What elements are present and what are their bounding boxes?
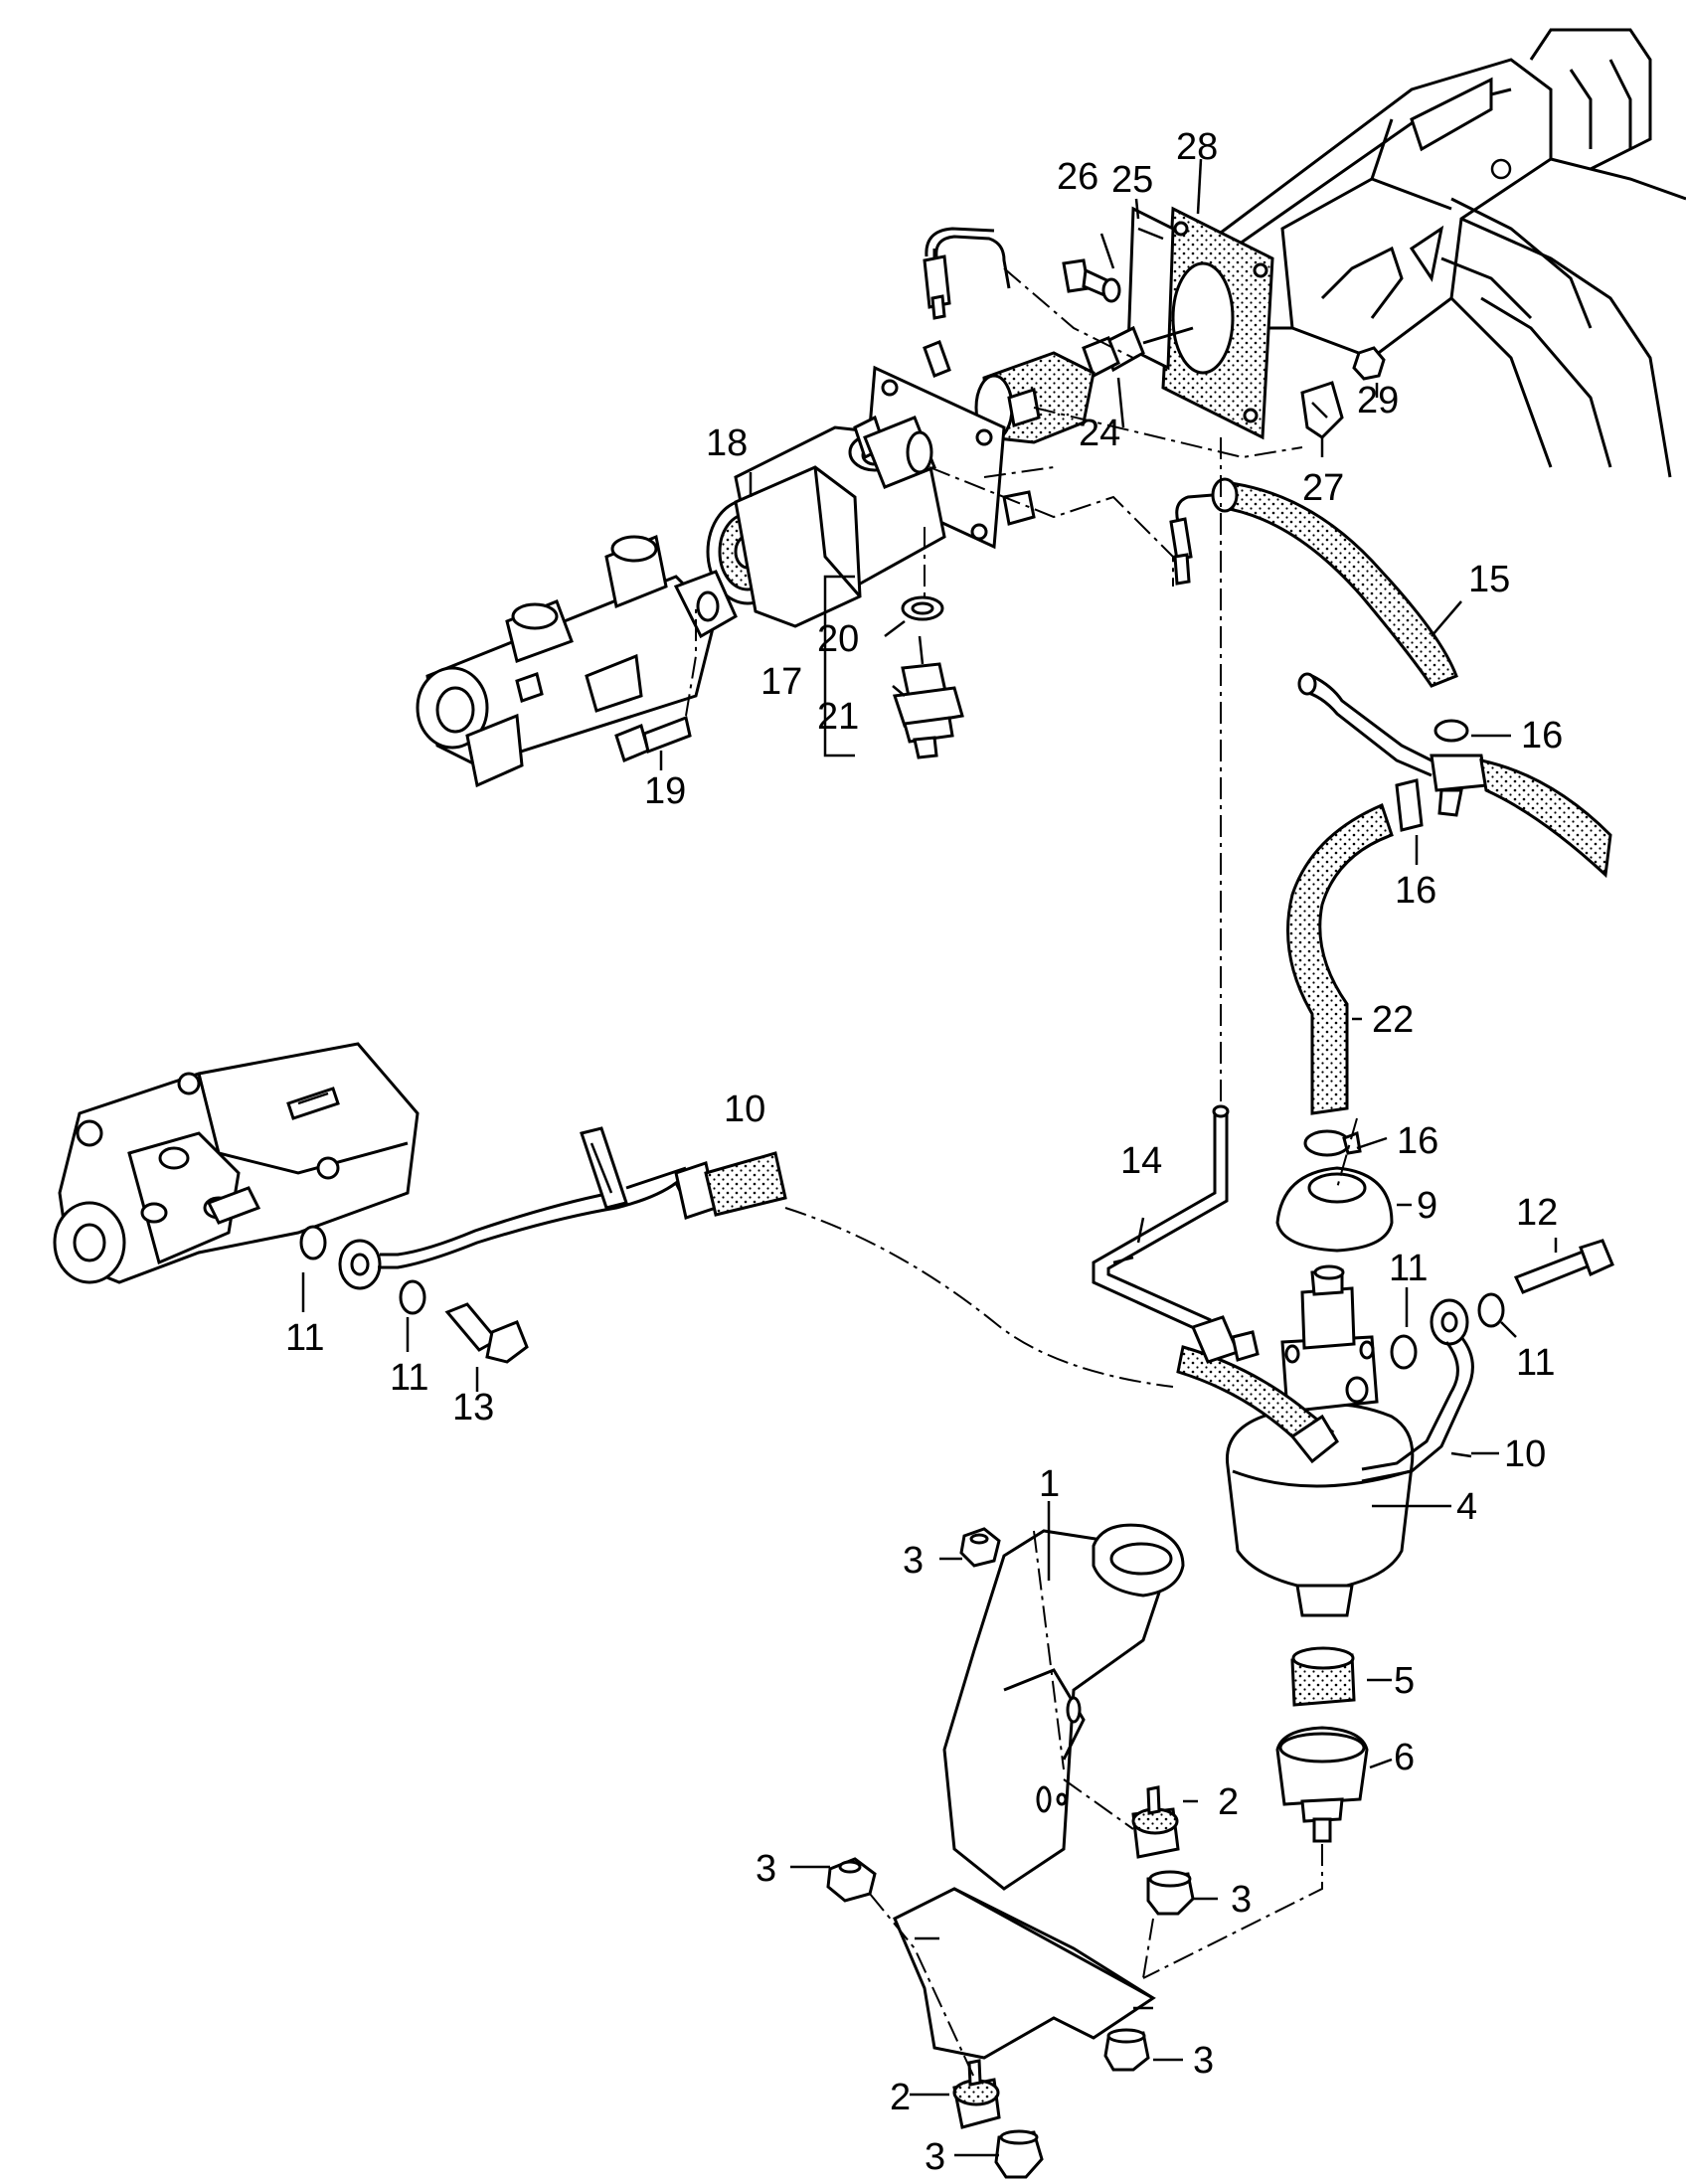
label-21: 21	[817, 696, 859, 738]
nut-3-e	[994, 2129, 1044, 2179]
bracket-25	[1126, 206, 1175, 371]
label-29: 29	[1357, 380, 1399, 421]
label-3-right: 3	[1231, 1879, 1252, 1921]
label-24: 24	[1079, 413, 1120, 454]
hose-clamp-16-middle	[1395, 778, 1424, 832]
body-structure	[1211, 28, 1686, 478]
label-6: 6	[1394, 1737, 1415, 1778]
nut-3-d	[1103, 2028, 1150, 2072]
pressure-line-10-left	[378, 1126, 1174, 1388]
pressure-switch-21	[893, 635, 964, 759]
part-labels: 1 2 2 3 3 3 3 3 4 5 6 9 10 10 11 11 11 1…	[285, 126, 1563, 2178]
label-2-right: 2	[1218, 1781, 1239, 1823]
bushing-5	[1290, 1646, 1356, 1707]
label-14: 14	[1120, 1140, 1162, 1182]
label-16-bottom: 16	[1397, 1120, 1438, 1162]
label-26: 26	[1057, 156, 1098, 198]
nut-3-c	[826, 1857, 877, 1903]
pushrod-24	[1082, 325, 1194, 379]
valve-on-accumulator	[1280, 1264, 1379, 1414]
nut-29	[1352, 346, 1386, 381]
label-16-top: 16	[1521, 715, 1563, 756]
label-2-left: 2	[890, 2077, 911, 2118]
label-3-lower-right: 3	[1193, 2040, 1214, 2082]
label-12: 12	[1516, 1192, 1558, 1234]
label-3-left: 3	[756, 1848, 776, 1890]
hose-15	[1211, 477, 1458, 688]
return-hose-10	[1176, 1345, 1339, 1464]
label-1: 1	[1039, 1463, 1060, 1505]
label-10-right: 10	[1504, 1433, 1546, 1475]
pipe-fitting-15	[1169, 493, 1214, 586]
label-11-right-b: 11	[1516, 1342, 1555, 1384]
washer-11-left-a	[299, 1225, 327, 1260]
seal-20	[901, 595, 944, 621]
washer-11-right-a	[1390, 1334, 1418, 1370]
upper-brake-pipe	[923, 227, 1011, 320]
label-5: 5	[1394, 1660, 1415, 1702]
banjo-bolt-13	[444, 1302, 529, 1364]
bracket-1	[893, 1523, 1185, 2060]
accumulator-4	[1225, 1403, 1415, 1617]
bolt-19	[614, 715, 692, 763]
assembly-lines	[685, 267, 1358, 2079]
label-25: 25	[1111, 159, 1153, 201]
label-3-top: 3	[903, 1540, 924, 1582]
mount-2-left	[952, 2059, 1001, 2129]
bolt-12	[1513, 1239, 1614, 1294]
mount-2-right	[1131, 1785, 1180, 1859]
label-19: 19	[644, 770, 686, 812]
hose-clamp-16-upper	[1433, 719, 1469, 743]
master-cylinder	[416, 534, 738, 788]
leader-lines	[301, 158, 1558, 2157]
label-11-right-a: 11	[1389, 1248, 1428, 1289]
nut-3-a	[959, 1527, 1001, 1568]
label-27: 27	[1302, 467, 1344, 509]
banjo-fitting-right	[1361, 1298, 1474, 1483]
label-11-left-a: 11	[285, 1317, 324, 1359]
washer-11-right-b	[1477, 1292, 1505, 1328]
pressure-line-14	[1092, 437, 1260, 1364]
tee-connector	[1297, 672, 1612, 879]
label-20: 20	[817, 618, 859, 660]
label-3-bottom: 3	[925, 2136, 945, 2178]
label-4: 4	[1456, 1486, 1477, 1528]
label-18: 18	[706, 422, 748, 464]
label-13: 13	[452, 1387, 494, 1428]
cap-9	[1275, 1166, 1394, 1253]
label-9: 9	[1417, 1185, 1437, 1227]
label-28: 28	[1176, 126, 1218, 168]
hose-22	[1286, 802, 1394, 1115]
reservoir-housing	[734, 465, 862, 628]
power-steering-pump	[53, 1042, 420, 1284]
label-17: 17	[760, 661, 802, 703]
label-16-middle: 16	[1395, 870, 1436, 912]
label-22: 22	[1372, 999, 1414, 1041]
washer-11-left-b	[399, 1279, 426, 1315]
nut-3-b	[1146, 1870, 1195, 1916]
mount-6	[1142, 1726, 1369, 1979]
label-10-top: 10	[724, 1089, 765, 1130]
bracket-17	[823, 575, 855, 757]
label-11-left-b: 11	[390, 1357, 428, 1399]
banjo-fitting-left	[338, 1239, 382, 1290]
clip-nut-27	[1300, 381, 1344, 439]
bolt-26	[1062, 258, 1121, 303]
gasket-28	[1161, 206, 1274, 440]
label-15: 15	[1468, 559, 1510, 600]
